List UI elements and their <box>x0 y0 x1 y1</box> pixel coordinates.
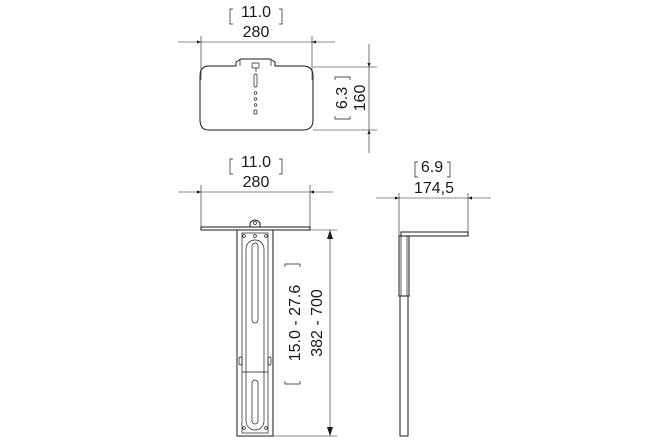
front-view: 11.0 280 15.0 - 27.6 382 - 700 <box>178 154 337 437</box>
side-depth-inch: 6.9 <box>421 159 443 176</box>
top-plate-outline <box>199 58 314 131</box>
side-plate-profile <box>400 231 469 237</box>
top-width-inch: 11.0 <box>241 4 271 21</box>
side-column-outer <box>398 235 410 297</box>
top-depth-mm: 160 <box>352 85 369 112</box>
front-width-inch: 11.0 <box>241 154 271 171</box>
top-view: 11.0 280 6.3 160 <box>178 4 377 153</box>
side-column-inner <box>399 295 409 437</box>
top-depth-inch: 6.3 <box>334 87 351 109</box>
top-width-mm: 280 <box>243 24 270 41</box>
side-depth-mm: 174,5 <box>414 180 454 197</box>
side-view: 6.9 174,5 <box>376 159 491 437</box>
front-height-inch: 15.0 - 27.6 <box>287 285 304 362</box>
front-height-mm: 382 - 700 <box>309 289 326 357</box>
front-width-mm: 280 <box>243 174 270 191</box>
front-column <box>236 229 274 437</box>
